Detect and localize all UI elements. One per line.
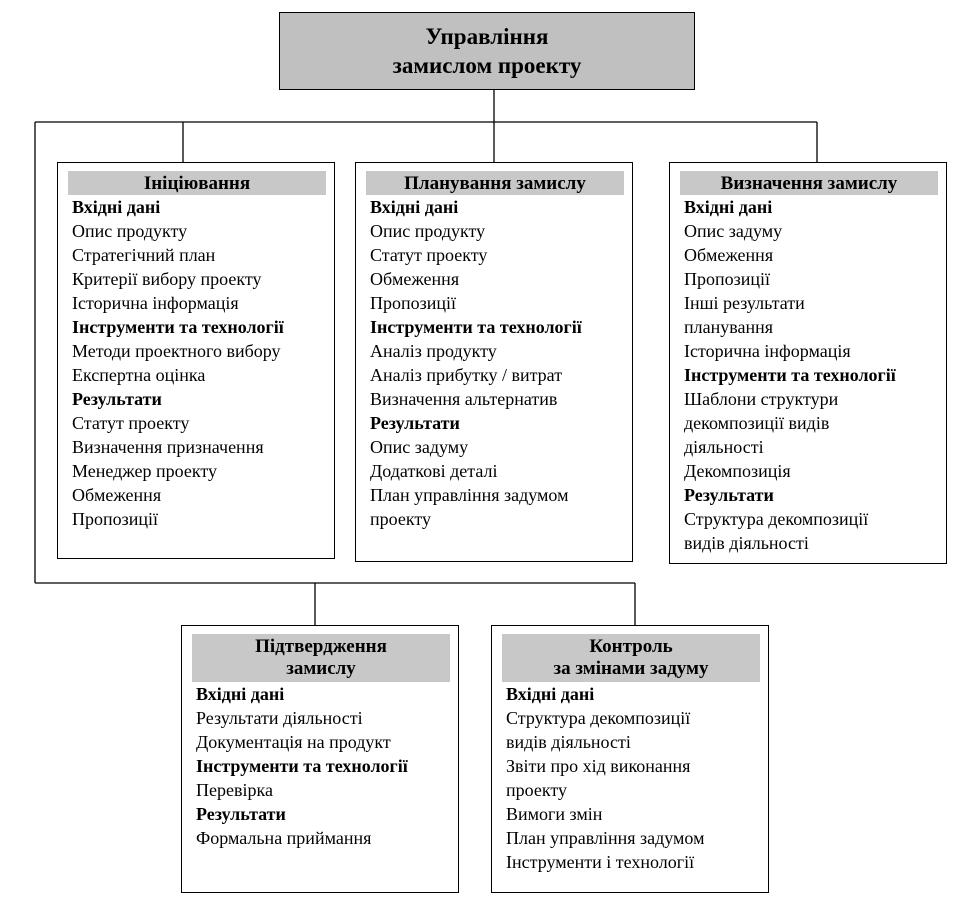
list-item: Визначення альтернатив (370, 389, 558, 409)
verification-results-header: Результати (196, 804, 286, 824)
list-item: Опис продукту (370, 221, 486, 241)
verification-title-line1: Підтвердження (255, 636, 387, 657)
list-item: Стратегічний план (72, 245, 216, 265)
list-item: Додаткові деталі (370, 461, 498, 481)
initiation-tools-header: Інструменти та технології (72, 317, 284, 337)
verification-inputs-header: Вхідні дані (196, 684, 285, 704)
list-item: декомпозиції видів (684, 413, 830, 433)
planning-body: Вхідні дані Опис продукту Статут проекту… (356, 195, 632, 531)
change-control-box: Контроль за змінами задуму Вхідні дані С… (491, 625, 769, 893)
list-item: Шаблони структури (684, 389, 839, 409)
verification-tools-header: Інструменти та технології (196, 756, 408, 776)
list-item: Опис задуму (684, 221, 783, 241)
list-item: Вимоги змін (506, 804, 603, 824)
list-item: Результати діяльності (196, 708, 363, 728)
list-item: Обмеження (370, 269, 460, 289)
list-item: Декомпозиція (684, 461, 791, 481)
initiation-body: Вхідні дані Опис продукту Стратегічний п… (58, 195, 334, 531)
change-control-title-line2: за змінами задуму (553, 658, 709, 679)
list-item: Аналіз прибутку / витрат (370, 365, 563, 385)
definition-box: Визначення замислу Вхідні дані Опис заду… (669, 162, 947, 564)
list-item: Експертна оцінка (72, 365, 206, 385)
list-item: Опис задуму (370, 437, 469, 457)
definition-tools-header: Інструменти та технології (684, 365, 896, 385)
list-item: Обмеження (72, 485, 162, 505)
list-item: видів діяльності (684, 533, 809, 553)
list-item: Звіти про хід виконання (506, 756, 691, 776)
initiation-box: Ініціювання Вхідні дані Опис продукту Ст… (57, 162, 335, 559)
verification-body: Вхідні дані Результати діяльності Докуме… (182, 682, 458, 850)
list-item: Інші результати (684, 293, 805, 313)
list-item: проекту (506, 780, 567, 800)
list-item: Історична інформація (72, 293, 239, 313)
root-title-line2: замислом проекту (392, 53, 582, 78)
change-control-title-line1: Контроль (589, 636, 673, 657)
root-node: Управління замислом проекту (279, 12, 695, 90)
list-item: Визначення призначення (72, 437, 264, 457)
list-item: Менеджер проекту (72, 461, 217, 481)
planning-title: Планування замислу (366, 171, 624, 195)
initiation-title: Ініціювання (68, 171, 326, 195)
list-item: Історична інформація (684, 341, 851, 361)
list-item: діяльності (684, 437, 764, 457)
list-item: План управління задумом (506, 828, 705, 848)
list-item: Пропозиції (370, 293, 457, 313)
list-item: План управління задумом (370, 485, 569, 505)
list-item: Статут проекту (72, 413, 190, 433)
list-item: Пропозиції (72, 509, 159, 529)
list-item: планування (684, 317, 774, 337)
list-item: Інструменти і технології (506, 852, 695, 872)
list-item: Структура декомпозиції (506, 708, 691, 728)
change-control-inputs-header: Вхідні дані (506, 684, 595, 704)
verification-title: Підтвердження замислу (192, 634, 450, 682)
initiation-results-header: Результати (72, 389, 162, 409)
list-item: проекту (370, 509, 431, 529)
list-item: Обмеження (684, 245, 774, 265)
planning-tools-header: Інструменти та технології (370, 317, 582, 337)
list-item: Аналіз продукту (370, 341, 497, 361)
list-item: Критерії вибору проекту (72, 269, 262, 289)
list-item: Структура декомпозиції (684, 509, 869, 529)
list-item: Опис продукту (72, 221, 188, 241)
list-item: Методи проектного вибору (72, 341, 281, 361)
planning-results-header: Результати (370, 413, 460, 433)
list-item: Документація на продукт (196, 732, 391, 752)
definition-body: Вхідні дані Опис задуму Обмеження Пропоз… (670, 195, 946, 555)
list-item: видів діяльності (506, 732, 631, 752)
list-item: Пропозиції (684, 269, 771, 289)
list-item: Перевірка (196, 780, 273, 800)
planning-box: Планування замислу Вхідні дані Опис прод… (355, 162, 633, 562)
definition-results-header: Результати (684, 485, 774, 505)
initiation-inputs-header: Вхідні дані (72, 197, 161, 217)
change-control-title: Контроль за змінами задуму (502, 634, 760, 682)
verification-box: Підтвердження замислу Вхідні дані Резуль… (181, 625, 459, 893)
planning-inputs-header: Вхідні дані (370, 197, 459, 217)
definition-inputs-header: Вхідні дані (684, 197, 773, 217)
root-title-line1: Управління (425, 24, 549, 49)
change-control-body: Вхідні дані Структура декомпозиції видів… (492, 682, 768, 874)
definition-title: Визначення замислу (680, 171, 938, 195)
list-item: Статут проекту (370, 245, 488, 265)
verification-title-line2: замислу (286, 658, 356, 679)
list-item: Формальна приймання (196, 828, 372, 848)
